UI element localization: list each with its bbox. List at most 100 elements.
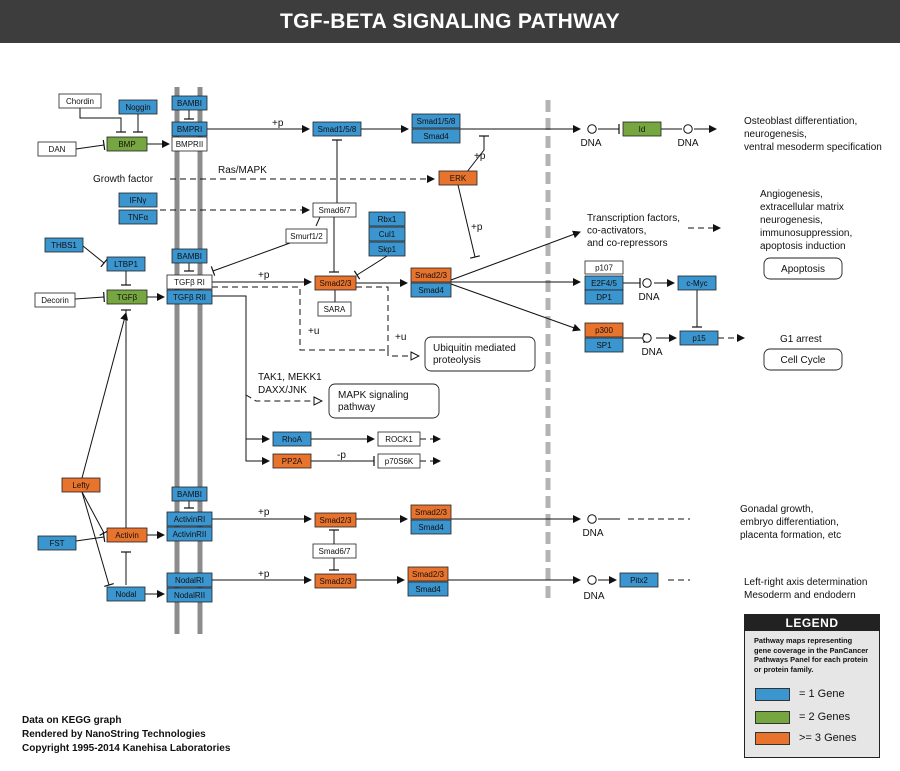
gene-node-p107: p107 xyxy=(584,260,624,275)
process-text-ubiquitin: proteolysis xyxy=(433,355,481,366)
gene-node-bambi1: BAMBI xyxy=(171,95,208,111)
gene-label: Smad4 xyxy=(418,286,444,295)
gene-label: Smad6/7 xyxy=(318,547,351,556)
legend-swatch xyxy=(755,732,790,745)
ubiquitination-label: +u xyxy=(308,326,319,337)
gene-node-sp1: SP1 xyxy=(584,337,624,353)
gene-node-lefty: Lefty xyxy=(61,477,101,493)
outcome-text-transcription: Transcription factors, xyxy=(587,213,680,224)
edge xyxy=(212,295,247,395)
gene-label: NodalRI xyxy=(175,576,204,585)
gene-label: ActivinRI xyxy=(174,515,206,524)
gene-label: Smad4 xyxy=(423,132,449,141)
gene-node-activin: Activin xyxy=(106,527,148,543)
legend-swatch xyxy=(755,711,790,724)
gene-label: Nodal xyxy=(116,590,137,599)
gene-node-tgfb: TGFβ xyxy=(106,289,148,305)
gene-node-activinri: ActivinRI xyxy=(166,511,213,527)
legend-title: LEGEND xyxy=(745,615,879,631)
edge xyxy=(462,135,489,178)
legend-swatch xyxy=(755,688,790,701)
outcome-text-gonadal: embryo differentiation, xyxy=(740,517,839,528)
credit-line: Copyright 1995-2014 Kanehisa Laboratorie… xyxy=(22,743,231,754)
gene-label: THBS1 xyxy=(51,241,77,250)
daxx-jnk-label: DAXX/JNK xyxy=(258,385,307,396)
dna-site-icon xyxy=(587,124,597,134)
gene-node-bmprii: BMPRII xyxy=(171,136,208,152)
dephosphorylation-label: -p xyxy=(337,450,346,461)
edge xyxy=(450,230,581,281)
gene-label: DAN xyxy=(49,145,66,154)
gene-label: DP1 xyxy=(596,293,612,302)
edge xyxy=(353,255,388,280)
gene-label: RhoA xyxy=(282,435,303,444)
gene-nodes: ChordinNogginDANBMPBAMBIBMPRIBMPRIISmad1… xyxy=(34,93,719,603)
gene-node-smad4b: Smad4 xyxy=(410,282,452,298)
gene-node-dan: DAN xyxy=(37,141,77,157)
gene-label: LTBP1 xyxy=(114,260,138,269)
gene-node-smad158a: Smad1/5/8 xyxy=(312,121,362,137)
gene-label: Id xyxy=(639,125,646,134)
gene-label: p107 xyxy=(595,264,613,273)
legend-label: >= 3 Genes xyxy=(799,732,857,744)
outcome-text-leftright: Left-right axis determination xyxy=(744,577,867,588)
gene-label: Chordin xyxy=(66,97,94,106)
gene-node-smad4d: Smad4 xyxy=(407,581,449,597)
outcome-text-transcription: co-activators, xyxy=(587,226,646,237)
gene-label: TGFβ xyxy=(117,293,138,302)
dna-site-icon xyxy=(587,514,597,524)
gene-label: p15 xyxy=(692,334,706,343)
outcome-box-cellcycle xyxy=(763,348,843,371)
edge xyxy=(81,491,114,587)
phosphorylation-label: +p xyxy=(471,222,483,233)
gene-node-cul1: Cul1 xyxy=(368,226,406,242)
legend-label: = 1 Gene xyxy=(799,688,845,700)
gene-label: BAMBI xyxy=(177,99,202,108)
gene-label: Smad1/5/8 xyxy=(417,117,456,126)
gene-node-p15: p15 xyxy=(679,330,719,346)
legend-description: Pathway maps representing gene coverage … xyxy=(754,636,869,674)
phosphorylation-label: +p xyxy=(258,569,270,580)
dna-label: DNA xyxy=(641,347,662,358)
gene-node-cmyc: c-Myc xyxy=(677,275,717,291)
dna-label: DNA xyxy=(582,528,603,539)
dna-label: DNA xyxy=(677,138,698,149)
gene-node-noggin: Noggin xyxy=(118,99,158,115)
gene-label: SARA xyxy=(324,305,346,314)
outcome-text-osteoblast: ventral mesoderm specification xyxy=(744,142,882,153)
ras-mapk-label: Ras/MAPK xyxy=(218,165,267,176)
gene-label: BAMBI xyxy=(177,490,202,499)
edge xyxy=(245,395,270,443)
gene-label: Smad1/5/8 xyxy=(318,125,357,134)
gene-node-ifng: IFNγ xyxy=(118,192,158,208)
gene-node-rock1: ROCK1 xyxy=(377,431,421,447)
outcome-text-angiogenesis: Angiogenesis, xyxy=(760,189,823,200)
gene-label: Cul1 xyxy=(379,230,396,239)
gene-node-tgfbri: TGFβ RI xyxy=(166,274,213,290)
gene-label: PP2A xyxy=(282,457,303,466)
gene-label: Rbx1 xyxy=(378,215,397,224)
outcome-text-angiogenesis: apoptosis induction xyxy=(760,241,846,252)
edge xyxy=(75,531,106,543)
gene-label: Decorin xyxy=(41,296,69,305)
legend-item-three-genes: >= 3 Genes xyxy=(755,732,879,746)
edge xyxy=(79,108,126,133)
gene-label: Skp1 xyxy=(378,245,397,254)
gene-label: BMPRII xyxy=(176,140,204,149)
gene-label: Smad2/3 xyxy=(415,271,448,280)
gene-label: Smad6/7 xyxy=(318,206,351,215)
gene-node-nodalri: NodalRI xyxy=(166,572,213,588)
gene-node-bmp: BMP xyxy=(106,136,148,152)
gene-node-smad23d: Smad2/3 xyxy=(410,504,452,520)
edge xyxy=(457,184,481,259)
gene-node-smad4a: Smad4 xyxy=(411,128,461,144)
gene-label: E2F4/5 xyxy=(591,279,617,288)
gene-label: Smad4 xyxy=(418,523,444,532)
gene-node-p70s6k: p70S6K xyxy=(377,453,421,469)
gene-label: Smad2/3 xyxy=(319,516,352,525)
gene-node-rhoa: RhoA xyxy=(272,431,312,447)
legend-label: = 2 Genes xyxy=(799,711,851,723)
gene-node-thbs1: THBS1 xyxy=(44,237,84,253)
process-box-ubiquitin xyxy=(424,336,536,372)
